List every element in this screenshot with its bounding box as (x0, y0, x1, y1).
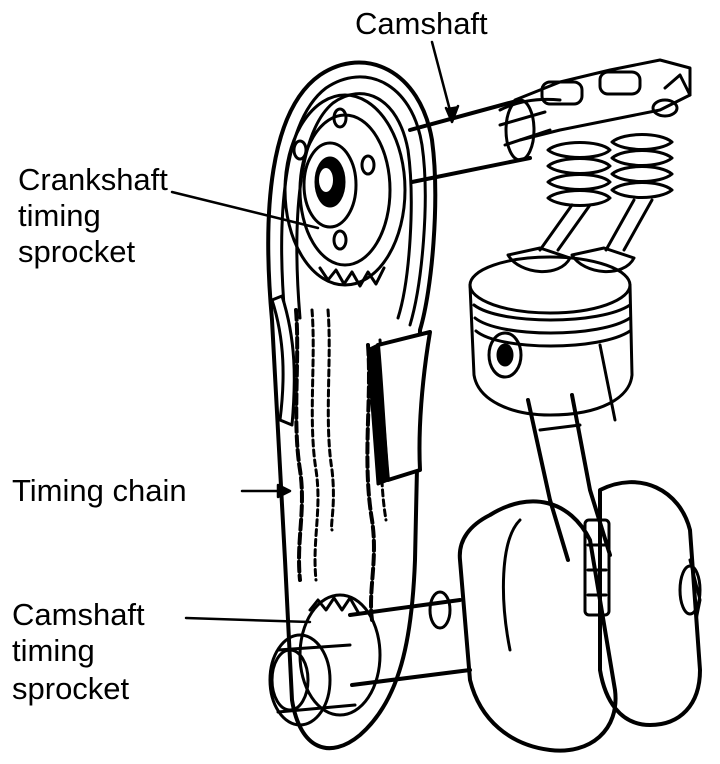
label-camshaft-sprocket-line2: timing (12, 633, 95, 668)
camshaft-leader (430, 40, 454, 120)
upper-sprocket (266, 60, 438, 751)
valve-train (506, 58, 692, 273)
chain-guide-right (366, 330, 432, 486)
piston (468, 255, 634, 422)
label-crankshaft-line3: sprocket (18, 234, 136, 269)
crankshaft (348, 480, 702, 753)
label-crankshaft-line2: timing (18, 198, 101, 233)
connecting-rod (526, 393, 612, 617)
label-camshaft: Camshaft (355, 6, 488, 41)
label-camshaft-sprocket-line3: sprocket (12, 671, 130, 706)
leader-lines (170, 40, 460, 624)
label-camshaft-sprocket-line1: Camshaft (12, 597, 145, 632)
valve-spring-left (546, 141, 612, 207)
cam-sprocket-leader (184, 616, 312, 624)
label-timing-chain: Timing chain (12, 473, 187, 508)
valve-spring-right (610, 133, 674, 199)
chain-guide-left (270, 294, 296, 427)
camshaft (408, 97, 562, 184)
crank-sprocket-leader (170, 190, 320, 230)
lower-sprocket (268, 593, 382, 727)
label-crankshaft-line1: Crankshaft (18, 162, 168, 197)
